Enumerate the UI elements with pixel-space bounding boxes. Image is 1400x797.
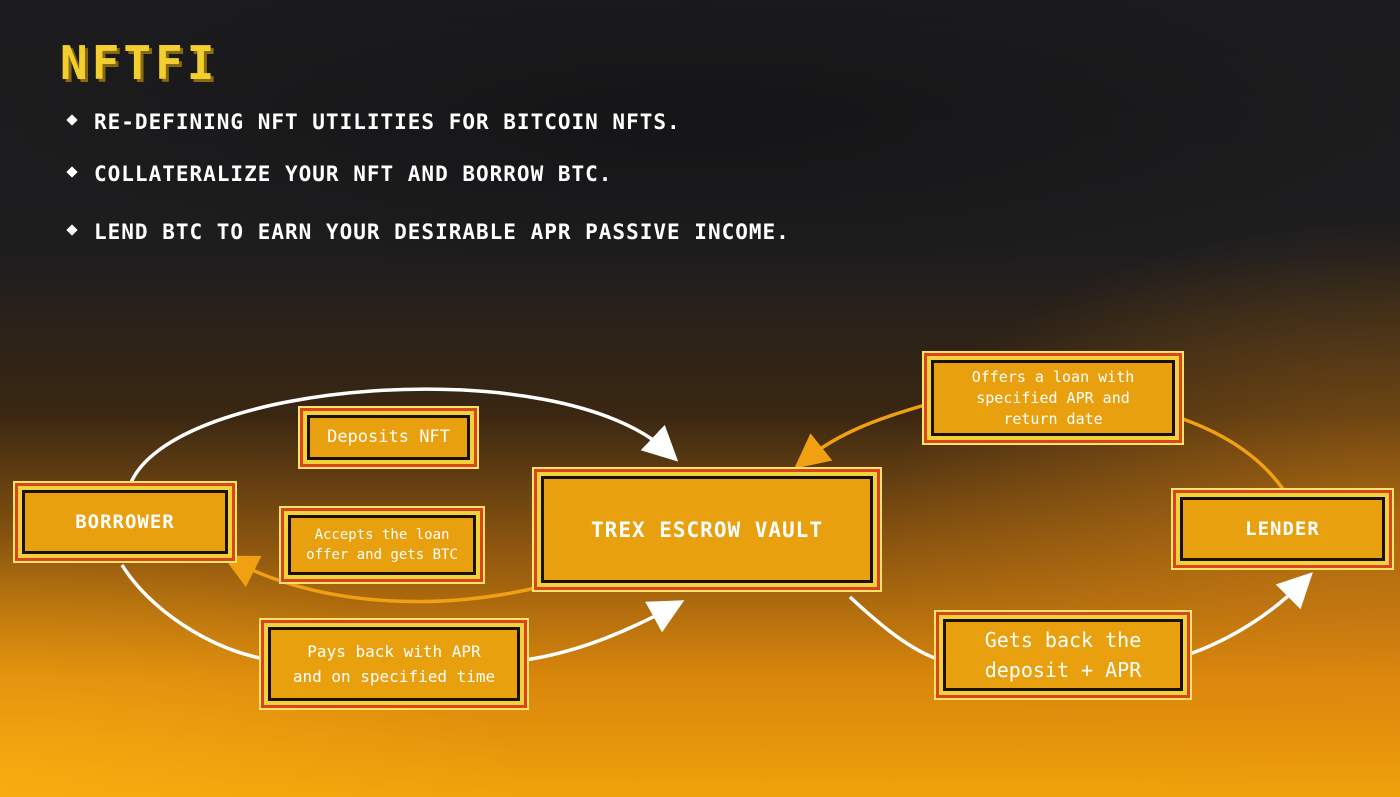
escrow-vault-label: TREX ESCROW VAULT <box>591 517 823 542</box>
feature-text: RE-DEFINING NFT UTILITIES FOR BITCOIN NF… <box>94 110 681 134</box>
escrow-vault-node: TREX ESCROW VAULT <box>537 472 877 587</box>
feature-text: LEND BTC TO EARN YOUR DESIRABLE APR PASS… <box>94 220 790 244</box>
feature-item: LEND BTC TO EARN YOUR DESIRABLE APR PASS… <box>66 220 790 244</box>
page-title: NFTFI <box>60 36 219 90</box>
arrow-offer-to-vault <box>794 403 926 469</box>
arrow-lender-to-offer <box>1179 416 1287 493</box>
step-accepts-loan: Accepts the loan offer and gets BTC <box>284 511 480 579</box>
step-deposits-nft-text: Deposits NFT <box>327 427 450 447</box>
step-pays-back-text: Pays back with APR and on specified time <box>292 642 496 686</box>
step-gets-back: Gets back the deposit + APR <box>939 615 1187 695</box>
arrow-vault-to-return <box>848 595 941 662</box>
borrower-label: BORROWER <box>75 511 175 533</box>
borrower-node: BORROWER <box>18 486 232 558</box>
lender-label: LENDER <box>1245 518 1320 540</box>
arrow-return-to-lender <box>1186 572 1313 657</box>
step-gets-back-text: Gets back the deposit + APR <box>984 628 1142 682</box>
arrow-payback <box>120 564 271 662</box>
step-offers-loan-text: Offers a loan with specified APR and ret… <box>971 367 1135 428</box>
step-accepts-loan-text: Accepts the loan offer and gets BTC <box>306 527 458 563</box>
arrow-payback-to-vault <box>524 600 685 662</box>
feature-item: COLLATERALIZE YOUR NFT AND BORROW BTC. <box>66 162 613 186</box>
arrow-deposit-nft <box>128 387 679 486</box>
step-pays-back: Pays back with APR and on specified time <box>264 623 524 705</box>
step-offers-loan: Offers a loan with specified APR and ret… <box>927 356 1179 440</box>
feature-text: COLLATERALIZE YOUR NFT AND BORROW BTC. <box>94 162 613 186</box>
arrow-loan-to-borrower <box>222 555 549 604</box>
feature-item: RE-DEFINING NFT UTILITIES FOR BITCOIN NF… <box>66 110 681 134</box>
step-deposits-nft: Deposits NFT <box>303 411 474 464</box>
lender-node: LENDER <box>1176 493 1389 565</box>
